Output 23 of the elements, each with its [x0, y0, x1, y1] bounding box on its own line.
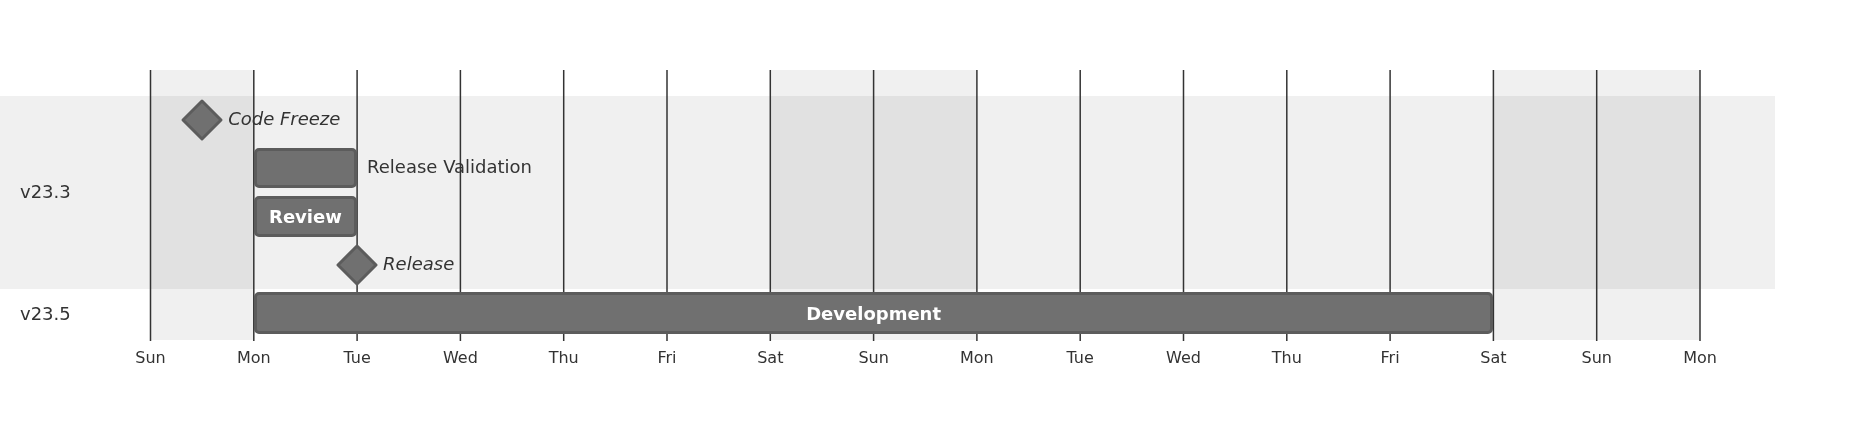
day-tick-label: Thu [548, 348, 579, 367]
milestone-label: Release [383, 253, 455, 274]
section-label: v23.5 [20, 303, 71, 324]
task-bar: Development [253, 292, 1494, 334]
day-tick-label: Wed [1166, 348, 1201, 367]
day-tick-label: Tue [1066, 348, 1094, 367]
task-bar [253, 148, 358, 188]
day-tick-label: Tue [343, 348, 371, 367]
section-label: v23.3 [20, 180, 71, 202]
day-tick-label: Wed [442, 348, 478, 367]
day-tick-label: Thu [1271, 348, 1302, 367]
day-tick-label: Sun [858, 348, 889, 367]
day-tick-label: Sun [1581, 348, 1612, 367]
day-tick-label: Mon [236, 348, 271, 367]
day-tick-label: Sun [135, 348, 166, 367]
day-tick-label: Fri [657, 348, 677, 367]
day-tick-label: Mon [1683, 348, 1717, 367]
section-band [0, 96, 1775, 289]
task-bar: Review [253, 196, 358, 237]
day-tick-label: Sat [757, 348, 784, 367]
day-tick-label: Mon [960, 348, 994, 367]
day-tick-label: Sat [1480, 348, 1507, 367]
day-tick-label: Fri [1380, 348, 1400, 367]
